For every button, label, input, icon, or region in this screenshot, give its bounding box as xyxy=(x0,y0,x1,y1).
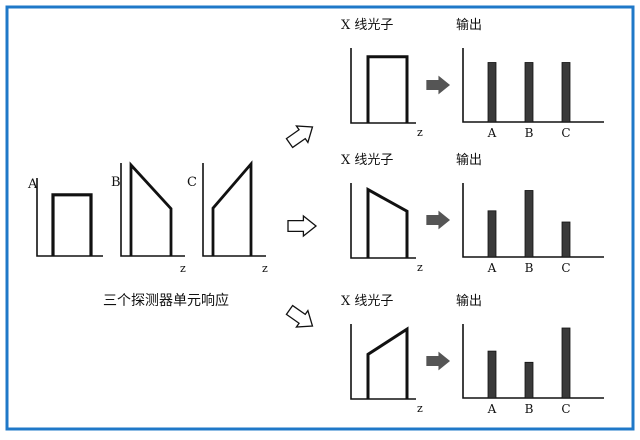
output-bar-b xyxy=(524,62,534,123)
output-axes xyxy=(462,48,604,123)
detector-panel-b: Bz xyxy=(111,161,186,275)
output-bar-c xyxy=(561,327,571,399)
output-label: 输出 xyxy=(456,17,482,33)
output-category-label: C xyxy=(561,261,570,275)
detector-axes xyxy=(120,163,185,257)
detector-panel-a: A xyxy=(27,177,103,257)
case-3: X 线光子 z 输出 A B C xyxy=(341,293,604,416)
output-bar-c xyxy=(561,221,571,258)
photon-profile xyxy=(366,326,409,399)
photon-axes xyxy=(350,48,416,124)
photon-label: X 线光子 xyxy=(341,294,393,309)
detector-label: B xyxy=(111,175,121,190)
photon-profile xyxy=(366,55,409,123)
output-category-label: B xyxy=(525,126,534,140)
output-label: 输出 xyxy=(456,152,482,168)
output-category-label: A xyxy=(487,402,497,416)
cases: X 线光子 z 输出 A B C X 线光子 z 输出 A B C X 线光子 z 输出 A B C xyxy=(341,17,604,416)
arrow-to-case-3 xyxy=(285,304,314,328)
output-axes xyxy=(462,324,604,399)
outer-frame xyxy=(5,5,635,431)
detector-label: C xyxy=(187,175,197,190)
detector-panel-c: Cz xyxy=(187,160,268,275)
photon-z-label: z xyxy=(417,261,423,274)
detector-response-curve xyxy=(51,193,93,256)
output-bar-c xyxy=(561,62,571,123)
output-category-label: B xyxy=(525,261,534,275)
detector-response-curve xyxy=(211,160,253,256)
output-category-label: A xyxy=(487,126,497,140)
output-category-label: B xyxy=(525,402,534,416)
output-category-label: A xyxy=(487,261,497,275)
detector-caption: 三个探测器单元响应 xyxy=(103,292,229,309)
detector-label: A xyxy=(27,177,38,192)
photon-z-label: z xyxy=(417,126,423,139)
output-category-label: C xyxy=(561,402,570,416)
photon-label: X 线光子 xyxy=(341,18,393,33)
output-bar-a xyxy=(487,62,497,123)
detector-axes xyxy=(36,178,103,257)
output-axes xyxy=(462,183,604,258)
output-bar-a xyxy=(487,350,497,399)
arrow-to-case-2 xyxy=(287,214,318,238)
output-bar-a xyxy=(487,210,497,258)
detector-z-label: z xyxy=(262,262,268,275)
photon-z-label: z xyxy=(417,402,423,415)
arrows xyxy=(285,125,318,328)
output-arrow xyxy=(426,210,451,230)
detector-axes xyxy=(202,163,266,257)
output-arrow xyxy=(426,351,451,371)
detector-response-curve xyxy=(129,161,173,256)
output-label: 输出 xyxy=(456,293,482,309)
photon-axes xyxy=(350,183,416,259)
output-bar-b xyxy=(524,361,534,399)
arrow-to-case-1 xyxy=(285,125,314,149)
photon-label: X 线光子 xyxy=(341,153,393,168)
case-1: X 线光子 z 输出 A B C xyxy=(341,17,604,140)
photon-axes xyxy=(350,324,416,400)
output-category-label: C xyxy=(561,126,570,140)
case-2: X 线光子 z 输出 A B C xyxy=(341,152,604,275)
photon-profile xyxy=(366,187,409,258)
detector-z-label: z xyxy=(180,262,186,275)
output-bar-b xyxy=(524,190,534,258)
output-arrow xyxy=(426,75,451,95)
